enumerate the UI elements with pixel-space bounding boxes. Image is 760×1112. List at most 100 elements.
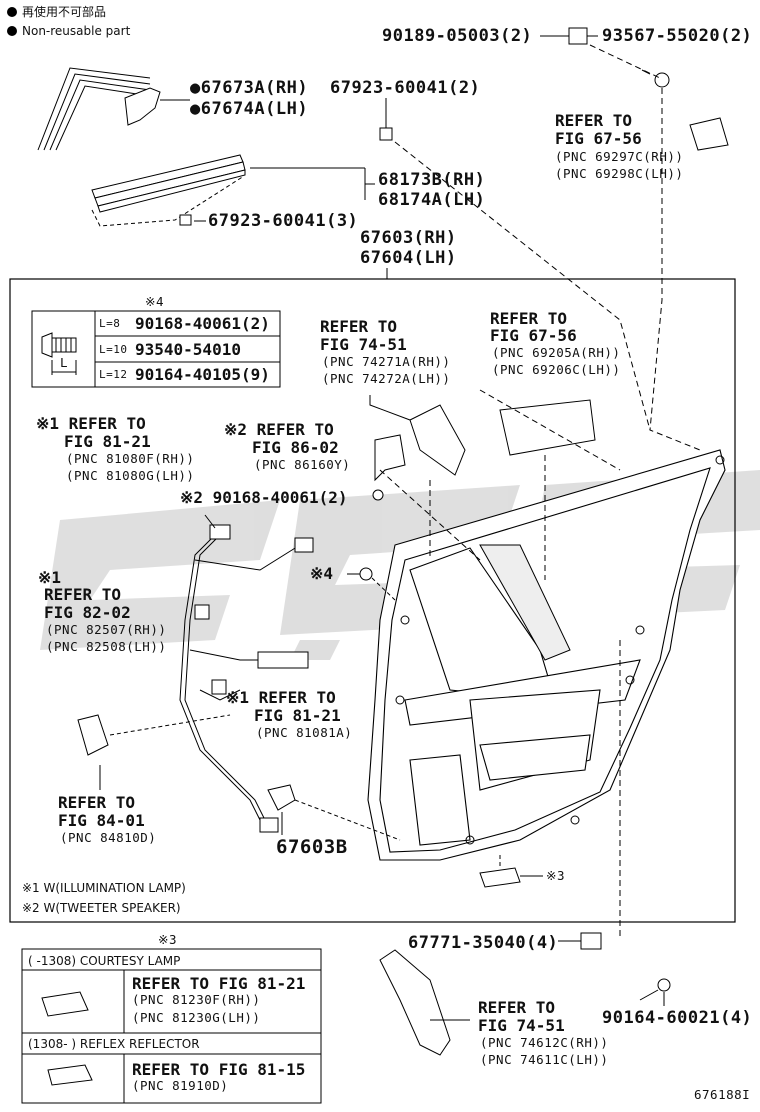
legend-jp-label: 再使用不可部品 <box>22 5 107 19</box>
ref-8401-l2: FIG 84-01 <box>58 811 145 830</box>
note3-mark: ※3 <box>158 932 177 947</box>
screw-row-part: 90168-40061(2) <box>135 314 270 333</box>
ref-7451b-l1: REFER TO <box>478 998 556 1017</box>
bullet-icon <box>7 7 17 17</box>
ref-8202-l3: FIG 82-02 <box>44 603 131 622</box>
screw-table-mark: ※4 <box>145 294 164 309</box>
ref-6756b-l4: (PNC 69206C(LH)) <box>492 362 621 377</box>
part-90189: 90189-05003(2) <box>382 26 533 46</box>
garnish-part <box>124 87 161 126</box>
wire-harness <box>179 534 301 821</box>
ref-8401-l1: REFER TO <box>58 793 136 812</box>
ref-7451a-l4: (PNC 74272A(LH)) <box>322 371 451 386</box>
ref-8121a-l2: FIG 81-21 <box>64 432 151 451</box>
screw-dim-label: L <box>60 355 69 370</box>
ref-8121a-l4: (PNC 81080G(LH)) <box>66 468 195 483</box>
ref-6756a-l2: FIG 67-56 <box>555 129 642 148</box>
note3-row1-pnc2: (PNC 81230G(LH)) <box>132 1010 261 1025</box>
ref-7451b-l3: (PNC 74612C(RH)) <box>480 1035 609 1050</box>
note3-row1-head: ( -1308) COURTESY LAMP <box>28 954 181 968</box>
part-67604: 67604(LH) <box>360 248 457 268</box>
clip-icon <box>179 214 192 226</box>
clip-icon <box>580 932 602 950</box>
connector-icon <box>209 524 231 540</box>
ref-7451a-l1: REFER TO <box>320 317 398 336</box>
part-67674: ●67674A(LH) <box>190 99 309 119</box>
ref-7451b-l2: FIG 74-51 <box>478 1016 565 1035</box>
ref-8602-l1: ※2 REFER TO <box>224 420 334 439</box>
note3-row2-ref: REFER TO FIG 81-15 <box>132 1060 306 1079</box>
screw-row-len: L=10 <box>99 343 128 356</box>
main-frame <box>9 278 736 923</box>
screw-icon <box>654 72 670 88</box>
ref-8121b-l1: ※1 REFER TO <box>226 688 336 707</box>
ref-8121a-l1: ※1 REFER TO <box>36 414 146 433</box>
ref-7451a-l2: FIG 74-51 <box>320 335 407 354</box>
connector-icon <box>259 817 279 833</box>
ref-6756b-l2: FIG 67-56 <box>490 326 577 345</box>
note-1: ※1 W(ILLUMINATION LAMP) <box>22 881 186 895</box>
ref-7451a-l3: (PNC 74271A(RH)) <box>322 354 451 369</box>
ref-6756b-l3: (PNC 69205A(RH)) <box>492 345 621 360</box>
part-68174: 68174A(LH) <box>378 190 486 210</box>
ref-8602-l2: FIG 86-02 <box>252 438 339 457</box>
ref-8602-l3: (PNC 86160Y) <box>254 457 351 472</box>
armrest-handle <box>479 544 571 661</box>
ref-6756a-l4: (PNC 69298C(LH)) <box>555 166 684 181</box>
connector-icon <box>194 604 210 620</box>
part-67771: 67771-35040(4) <box>408 933 559 953</box>
part-67603: 67603(RH) <box>360 228 457 248</box>
ref-8121a-l3: (PNC 81080F(RH)) <box>66 451 195 466</box>
legend-en-label: Non-reusable part <box>22 24 131 38</box>
ref-8121b-l3: (PNC 81081A) <box>256 725 353 740</box>
screw-row-part: 90164-40105(9) <box>135 365 270 384</box>
switch-base-part <box>409 404 466 476</box>
note-2: ※2 W(TWEETER SPEAKER) <box>22 901 181 915</box>
ref-6756b-l1: REFER TO <box>490 309 568 328</box>
note3-row2-pnc: (PNC 81910D) <box>132 1078 229 1093</box>
ref-8121b-l2: FIG 81-21 <box>254 706 341 725</box>
figure-id: 676188I <box>694 1087 751 1102</box>
nut-icon <box>568 27 588 45</box>
screw-mark-4: ※4 <box>310 564 334 583</box>
lamp-part <box>77 714 109 756</box>
belt-molding-drawing <box>91 154 246 213</box>
screw-drawing-icon <box>41 332 77 375</box>
part-90164: 90164-60021(4) <box>602 1008 753 1028</box>
tweeter-bracket <box>374 434 406 482</box>
ref-8202-l5: (PNC 82508(LH)) <box>46 639 167 654</box>
mark-3: ※3 <box>546 868 565 883</box>
clip-icon <box>379 127 393 141</box>
note3-row2-head: (1308- ) REFLEX REFLECTOR <box>28 1037 200 1051</box>
note3-row1-ref: REFER TO FIG 81-21 <box>132 974 306 993</box>
note3-table-frame <box>21 948 322 1104</box>
screw-row-part: 93540-54010 <box>135 340 241 359</box>
part-93567: 93567-55020(2) <box>602 26 753 46</box>
ref-8202-l4: (PNC 82507(RH)) <box>46 622 167 637</box>
note3-row1-pnc1: (PNC 81230F(RH)) <box>132 992 261 1007</box>
ref-8202-l1: ※1 <box>38 568 62 587</box>
ref-6756a-l3: (PNC 69297C(RH)) <box>555 149 684 164</box>
screw-icon <box>372 489 384 501</box>
part-68173: 68173B(RH) <box>378 170 486 190</box>
connector-icon <box>294 537 314 553</box>
courtesy-lamp-part <box>479 867 521 888</box>
inside-handle-part <box>499 399 596 456</box>
clip-icon <box>267 784 296 811</box>
screw-row-len: L=12 <box>99 368 128 381</box>
ref-7451b-l4: (PNC 74611C(LH)) <box>480 1052 609 1067</box>
armrest-part <box>379 949 451 1056</box>
handle-part <box>689 117 729 151</box>
part-90168-b: ※2 90168-40061(2) <box>180 488 348 507</box>
part-67673: ●67673A(RH) <box>190 78 309 98</box>
connector-icon <box>257 651 309 669</box>
reflex-reflector-icon <box>47 1064 93 1086</box>
screw-icon <box>657 978 671 992</box>
screw-row-len: L=8 <box>99 317 121 330</box>
courtesy-lamp-icon <box>41 991 89 1017</box>
ref-6756a-l1: REFER TO <box>555 111 633 130</box>
bullet-icon <box>7 26 17 36</box>
part-67923-b: 67923-60041(3) <box>208 211 359 231</box>
ref-8401-l3: (PNC 84810D) <box>60 830 157 845</box>
